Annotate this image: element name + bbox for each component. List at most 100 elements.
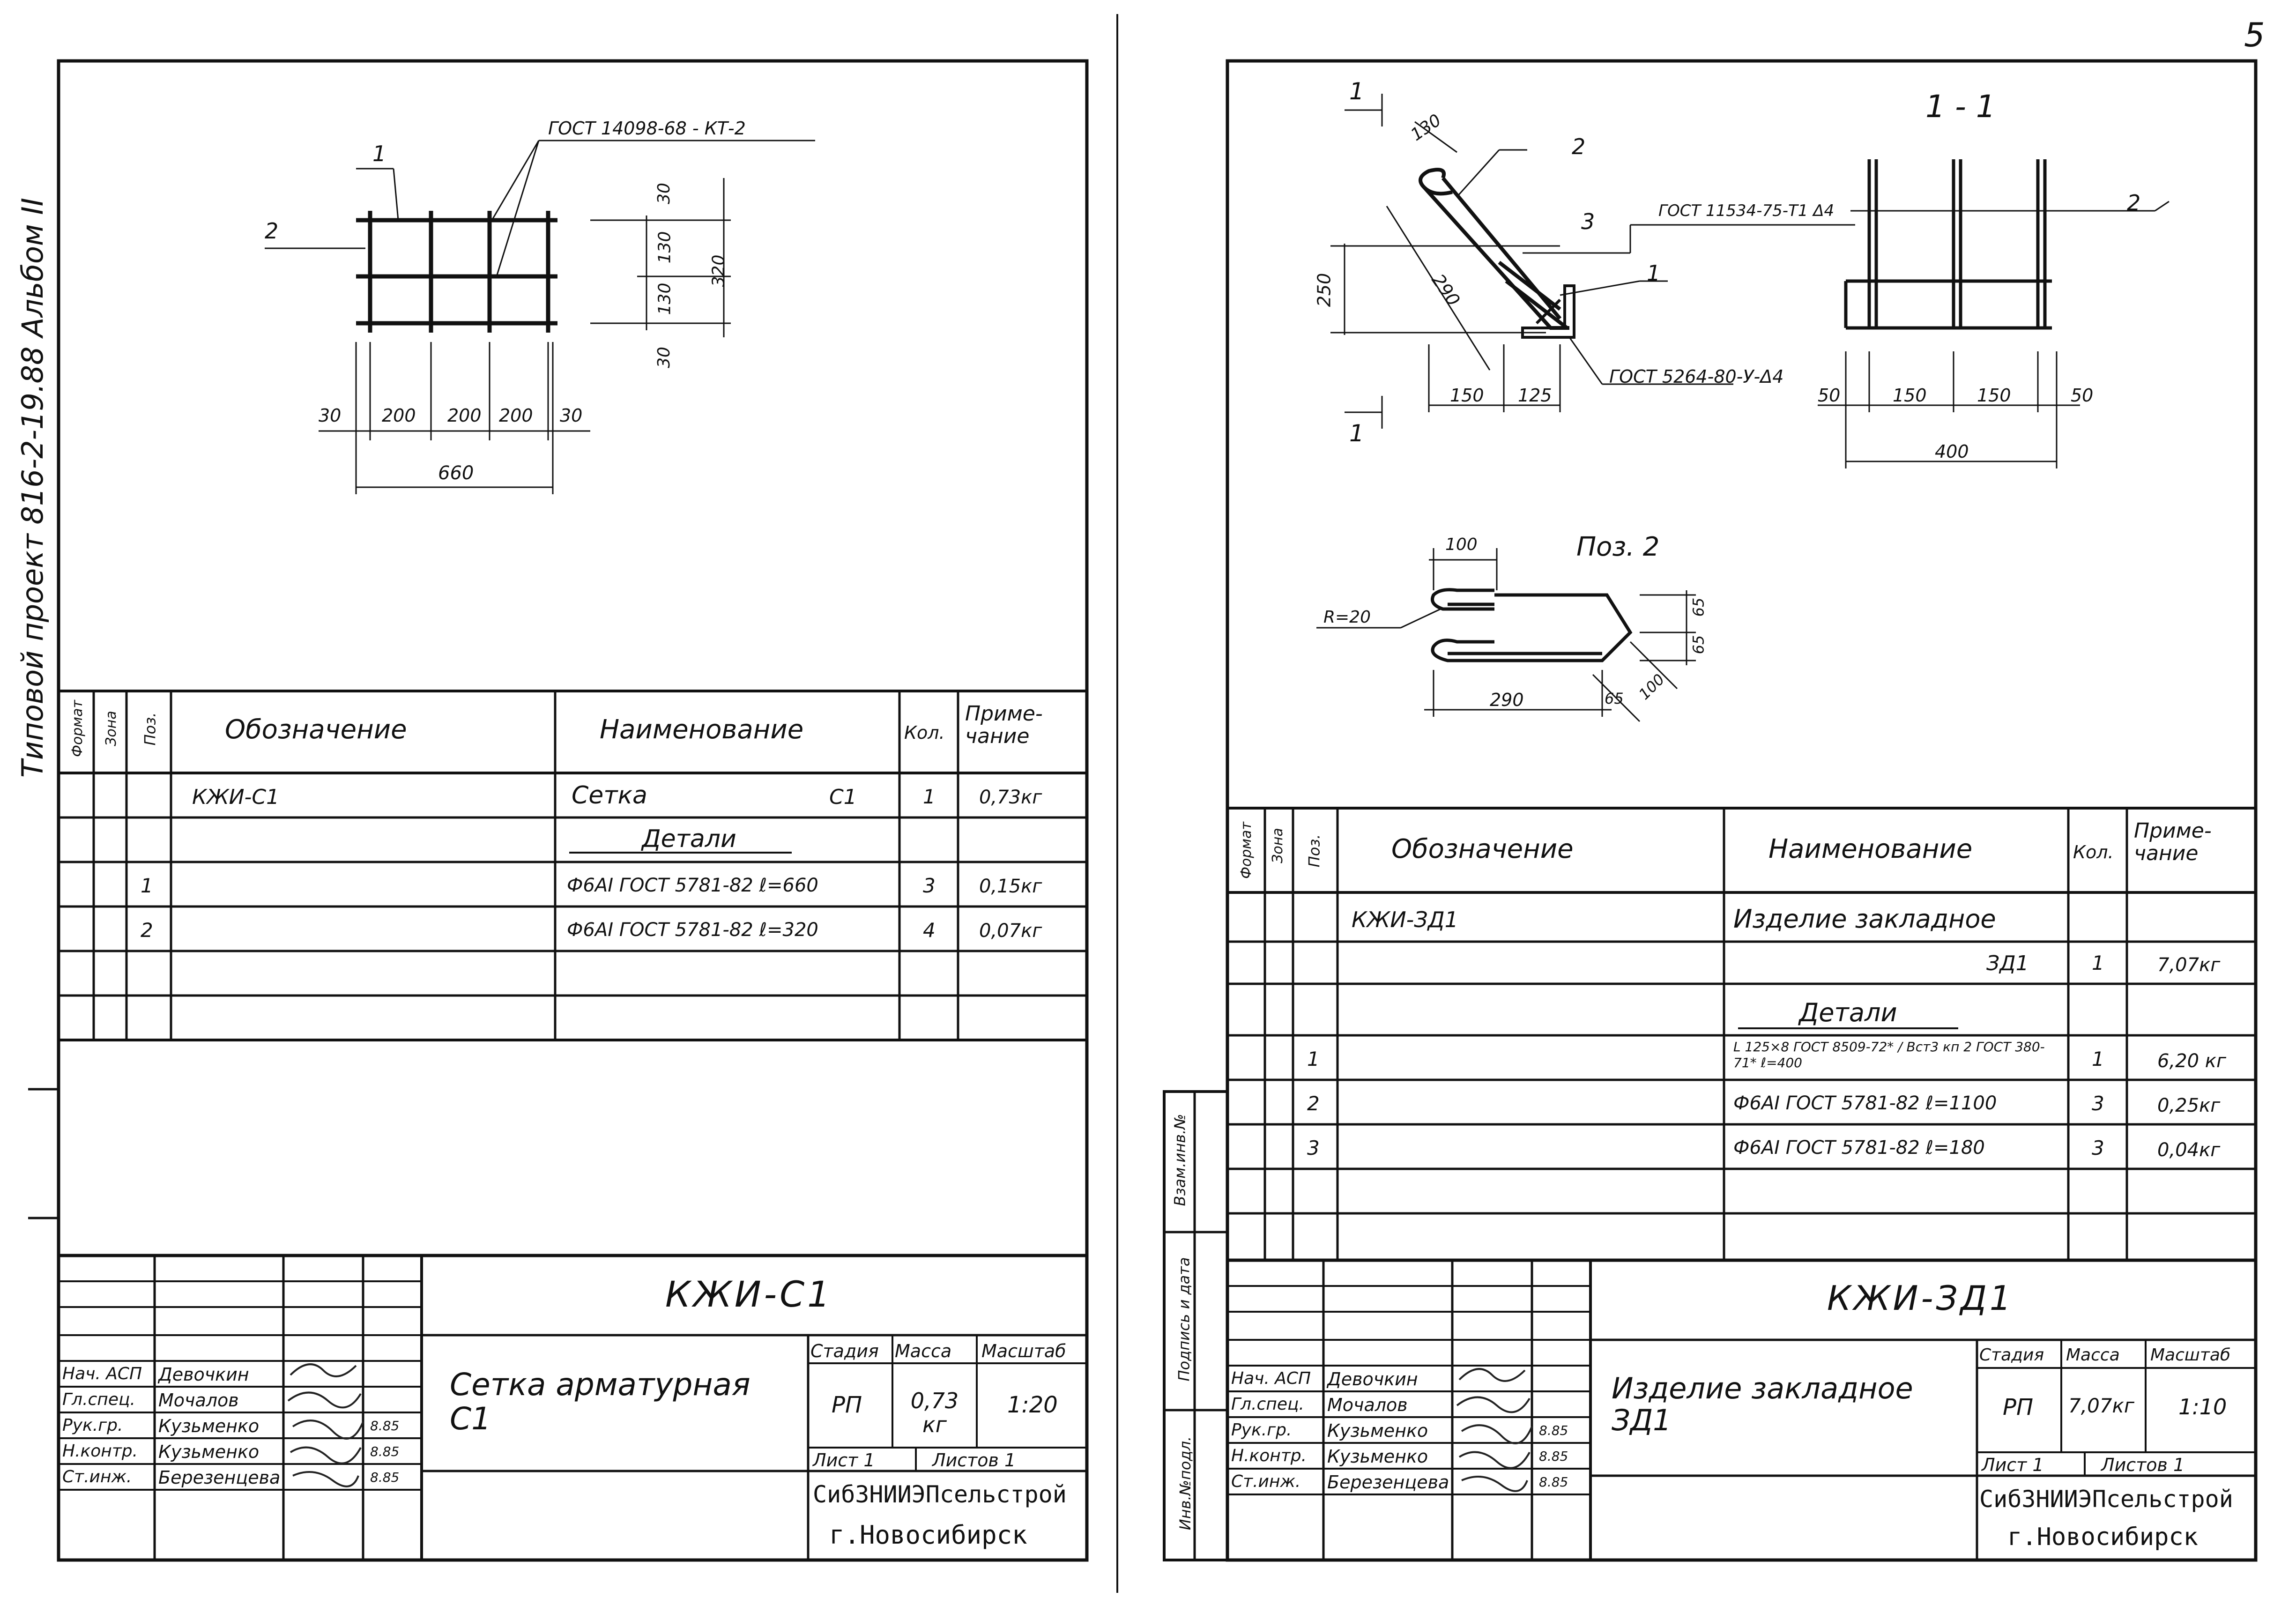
tb-role-1: Нач. АСП xyxy=(1231,1369,1311,1388)
mesh-dim-right-4: 30 xyxy=(654,347,674,368)
spec-row-qty: 1 xyxy=(923,785,936,808)
spec-row-qty: 3 xyxy=(923,874,936,897)
tb-person-2: Мочалов xyxy=(158,1390,239,1411)
pos2-dim-290: 290 xyxy=(1490,690,1524,710)
section-dim-1: 50 xyxy=(1818,385,1841,406)
tb-role-2: Гл.спец. xyxy=(1231,1395,1304,1414)
tb-role-1: Нач. АСП xyxy=(62,1364,142,1383)
tb-mass: 7,07кг xyxy=(2068,1394,2134,1417)
spec-row-qty: 4 xyxy=(923,919,936,942)
hdr-zone: Зона xyxy=(1269,828,1286,863)
elev-dim-125: 125 xyxy=(1518,385,1552,406)
tb-date-3: 8.85 xyxy=(370,1418,400,1434)
elev-dim-150: 150 xyxy=(1450,385,1484,406)
pos2-dim-100: 100 xyxy=(1445,535,1478,554)
spec-row-name: L 125×8 ГОСТ 8509-72* / Вст3 кп 2 ГОСТ 3… xyxy=(1733,1039,2045,1070)
hdr-format: Формат xyxy=(1238,822,1255,879)
spec-row-pos: 1 xyxy=(141,874,153,897)
elev-label-1: 1 xyxy=(1647,260,1661,286)
tb-org1: СибЗНИИЭПсельстрой xyxy=(813,1481,1067,1508)
tb-title: Сетка арматурная С1 xyxy=(450,1367,750,1437)
tb-org2: г.Новосибирск xyxy=(2007,1523,2198,1551)
tb-sheets: Листов 1 xyxy=(2101,1455,2185,1475)
pos2-title: Поз. 2 xyxy=(1576,532,1660,562)
tb-org2: г.Новосибирск xyxy=(829,1520,1027,1550)
tb-stage-label: Стадия xyxy=(810,1341,879,1361)
hdr-designation: Обозначение xyxy=(1391,834,1574,864)
spec-row-qty: 3 xyxy=(2092,1137,2104,1159)
section-dim-4: 50 xyxy=(2071,385,2094,406)
section-mark-top: 1 xyxy=(1349,78,1364,105)
mesh-dim-bottom-4: 200 xyxy=(499,405,533,426)
gost-weld-top: ГОСТ 11534-75-Т1 Δ4 xyxy=(1658,201,1835,220)
mesh-dim-total: 660 xyxy=(438,462,474,484)
mesh-dim-right-2: 130 xyxy=(655,231,675,264)
hdr-qty: Кол. xyxy=(2073,842,2114,862)
stamp-original-inv: Инв.№подл. xyxy=(1176,1436,1195,1531)
spec-row-name: Ф6АI ГОСТ 5781-82 ℓ=1100 xyxy=(1733,1092,1997,1114)
tb-code: КЖИ-С1 xyxy=(665,1273,833,1315)
spec-row-note: 0,07кг xyxy=(979,920,1042,942)
section-dim-2: 150 xyxy=(1893,385,1927,406)
tb-stage: РП xyxy=(2003,1394,2034,1420)
section-title: 1 - 1 xyxy=(1925,89,1996,125)
spec-row-details: Детали xyxy=(642,825,736,853)
hdr-format: Формат xyxy=(69,700,86,757)
pos2-dim-r20: R=20 xyxy=(1323,608,1371,627)
elev-label-3: 3 xyxy=(1581,209,1595,234)
tb-date-4: 8.85 xyxy=(1539,1449,1568,1464)
tb-sheet: Лист 1 xyxy=(1982,1455,2044,1475)
pos2-dim-65c: 65 xyxy=(1605,690,1624,707)
hdr-pos: Поз. xyxy=(1305,834,1323,868)
pos2-dim-65b: 65 xyxy=(1689,635,1708,654)
tb-person-4: Кузьменко xyxy=(158,1442,260,1462)
spec-row-name: Ф6АI ГОСТ 5781-82 ℓ=660 xyxy=(567,875,818,896)
tb-title: Изделие закладное ЗД1 xyxy=(1612,1371,1913,1438)
hdr-zone: Зона xyxy=(103,711,119,746)
section-dim-3: 150 xyxy=(1977,385,2011,406)
stamp-signature-date: Подпись и дата xyxy=(1175,1257,1193,1382)
mesh-label-1: 1 xyxy=(372,141,386,166)
tb-person-3: Кузьменко xyxy=(1327,1420,1428,1441)
tb-scale-label: Масштаб xyxy=(2150,1345,2231,1365)
spec-row-name: Сетка xyxy=(572,781,647,810)
spec-row-name: Изделие закладное xyxy=(1733,904,1996,934)
spec-row-pos: 3 xyxy=(1307,1137,1320,1159)
spec-row-designation: КЖИ-ЗД1 xyxy=(1352,907,1458,932)
spec-row-name: ЗД1 xyxy=(1986,951,2029,975)
gost-mesh-note: ГОСТ 14098-68 - КТ-2 xyxy=(548,118,746,139)
mesh-dim-right-total: 320 xyxy=(709,254,728,287)
tb-role-5: Ст.инж. xyxy=(62,1467,132,1486)
gost-weld-bottom: ГОСТ 5264-80-У-Δ4 xyxy=(1609,366,1784,387)
spec-row-qty: 1 xyxy=(2092,1048,2104,1070)
album-side-label: Типовой проект 816-2-19.88 Альбом II xyxy=(15,198,50,778)
hdr-pos: Поз. xyxy=(141,712,159,746)
signature-marks xyxy=(287,1363,364,1487)
spec-row-note: 0,15кг xyxy=(979,876,1042,897)
elev-dim-250: 250 xyxy=(1314,273,1335,307)
stamp-replacement-inv: Взам.инв.№ xyxy=(1171,1114,1189,1206)
hdr-note: Приме-чание xyxy=(965,702,1043,749)
tb-sheets: Листов 1 xyxy=(932,1450,1016,1471)
spec-row-note: 0,04кг xyxy=(2157,1139,2221,1161)
section-mark-bottom: 1 xyxy=(1349,420,1364,447)
tb-person-4: Кузьменко xyxy=(1327,1446,1428,1467)
spec-row-qty: 3 xyxy=(2092,1092,2104,1115)
mesh-dim-right-1: 30 xyxy=(654,183,674,204)
hdr-qty: Кол. xyxy=(904,722,945,743)
tb-stage-label: Стадия xyxy=(1979,1345,2044,1365)
mesh-label-2: 2 xyxy=(265,218,279,244)
spec-row-note: 6,20 кг xyxy=(2157,1050,2226,1072)
tb-sheet: Лист 1 xyxy=(813,1450,875,1471)
mesh-dim-bottom-5: 30 xyxy=(560,405,583,426)
signature-marks xyxy=(1456,1368,1533,1492)
mesh-dim-bottom-1: 30 xyxy=(319,405,342,426)
spec-row-designation: КЖИ-С1 xyxy=(192,785,280,809)
spec-row-qty: 1 xyxy=(2092,951,2104,974)
tb-scale: 1:20 xyxy=(1007,1392,1058,1418)
tb-person-1: Девочкин xyxy=(158,1364,249,1385)
tb-date-5: 8.85 xyxy=(370,1470,400,1485)
tb-mass-label: Масса xyxy=(895,1341,952,1361)
tb-date-5: 8.85 xyxy=(1539,1474,1568,1490)
